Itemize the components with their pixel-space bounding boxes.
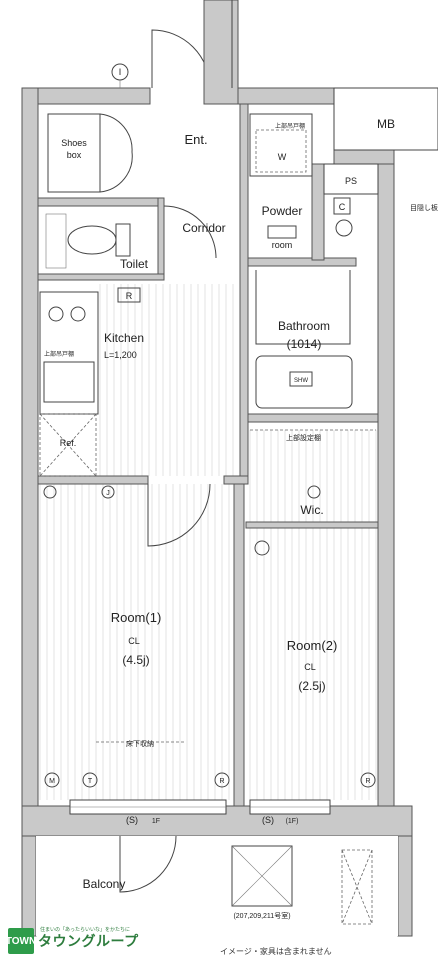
entrance-door [151,0,239,105]
room2-label: Room(2) [287,638,338,653]
kitchen-upper-cabinet: 上部吊戸棚 [44,350,74,358]
s-mark-2-sub: (1F) [286,818,299,825]
logo-name: タウングループ [38,934,139,950]
room1-label: Room(1) [111,610,162,625]
side-note: 目隠し板 [410,203,438,212]
upper-shelf-label: 上部設定棚 [286,433,321,442]
windows: (S) 1F (S) (1F) [69,799,331,825]
s-mark-1-sub: 1F [152,818,160,825]
bathroom-label: Bathroom [278,319,330,333]
r-right-mark: R [365,778,370,785]
room-1: Room(1) CL (4.5j) 床下収納 J M T R [43,483,230,788]
s-mark-2: (S) [262,815,274,825]
kitchen: R Kitchen L=1,200 上部吊戸棚 Ref. [39,287,144,477]
kitchen-size: L=1,200 [104,350,137,360]
bathroom: SHW Bathroom (1014) [255,270,353,409]
ref-label: Ref. [60,438,77,448]
room1-size: (4.5j) [122,653,149,667]
c-mark: C [339,202,346,212]
r-mark: R [126,291,133,301]
room1-cl: CL [128,636,140,646]
room-2: Room(2) CL (2.5j) R [254,540,376,788]
shoes-box: Shoes box [47,113,133,193]
powder-room-label: room [272,240,293,250]
washer-label: W [278,152,287,162]
entrance-label: Ent. [184,132,207,147]
bathroom-size: (1014) [287,337,322,351]
t-mark: T [88,778,93,785]
m-mark: M [49,778,55,785]
toilet-label: Toilet [120,257,149,271]
company-logo: TOWN タウングループ [6,928,139,954]
ps-label: PS [345,176,357,186]
shoes-box-label-2: box [67,150,82,160]
wic-label: Wic. [300,503,323,517]
toilet-room: Toilet [45,213,149,271]
j-mark: J [106,490,110,497]
grid-marker: I [119,67,122,77]
balcony: Balcony (207,209,211号室) [36,835,398,936]
balcony-label: Balcony [83,877,126,891]
underfloor-label: 床下収納 [126,739,154,748]
s-mark-1: (S) [126,815,138,825]
shoes-box-label-1: Shoes [61,138,87,148]
powder-room: Powder room C 目隠し板 [262,197,438,250]
washer-space: W 上部吊戸棚 [249,113,313,177]
wic: 上部設定棚 Wic. [250,429,376,517]
floor-hatching [39,284,377,800]
walls [21,87,413,937]
r-left-mark: R [219,778,224,785]
logo-tagline: 住まいの「あったらいいな」をかたちに [40,927,131,933]
room2-size: (2.5j) [298,679,325,693]
footnote: イメージ・家具は含まれません [220,947,332,956]
powder-label: Powder [262,204,303,218]
logo-mark: TOWN [6,928,36,954]
stair-note: (207,209,211号室) [233,911,290,920]
corridor-label: Corridor [182,221,225,235]
mb-zone: MB [333,87,438,151]
washer-upper-cabinet: 上部吊戸棚 [275,122,305,130]
room2-cl: CL [304,662,316,672]
kitchen-label: Kitchen [104,331,144,345]
mb-label: MB [377,117,395,131]
bath-control: SHW [294,378,308,384]
